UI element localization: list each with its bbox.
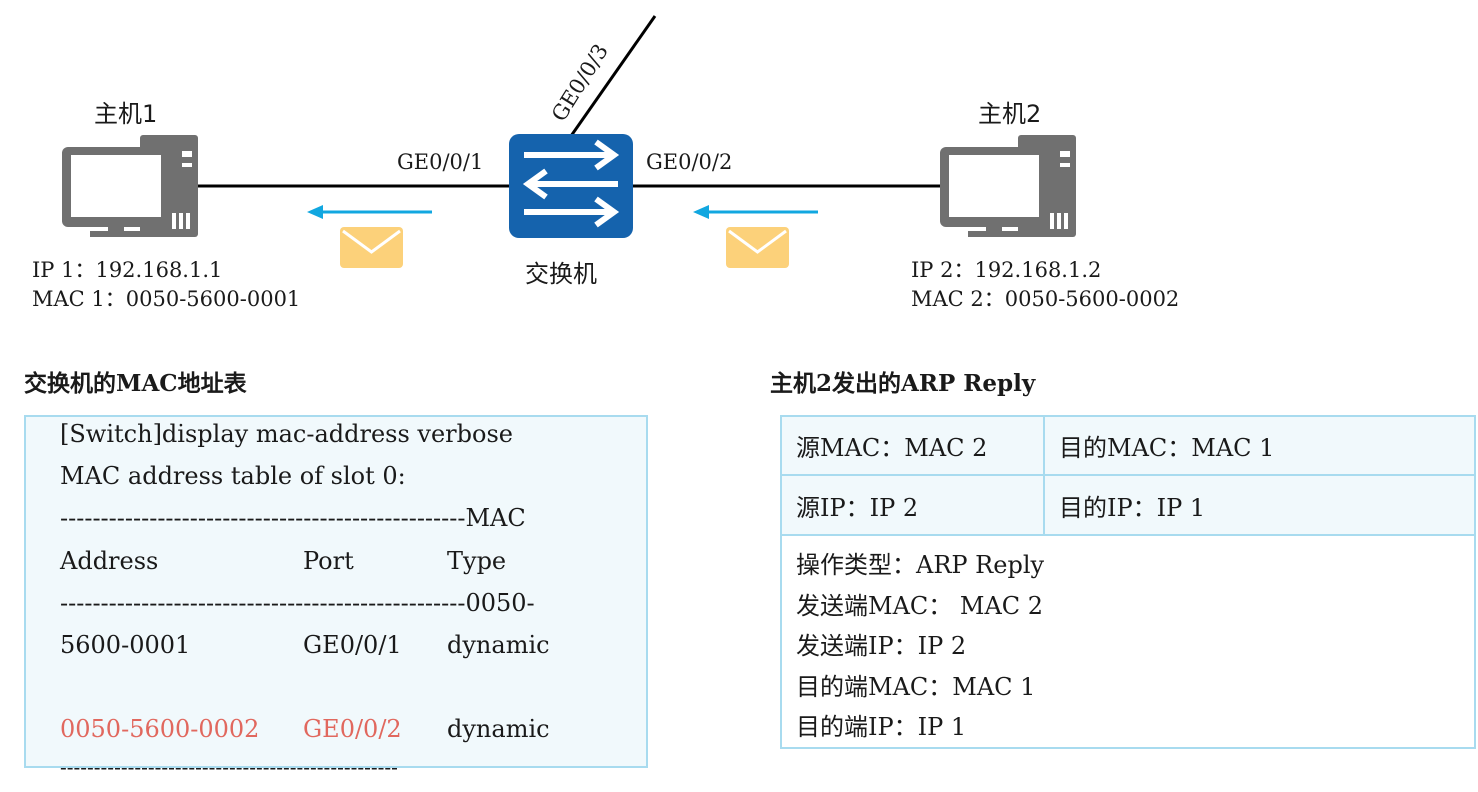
host1-info: IP 1：192.168.1.1 MAC 1：0050-5600-0001	[32, 256, 300, 314]
host1-mac: MAC 1：0050-5600-0001	[32, 287, 301, 311]
mac-slot-line: MAC address table of slot 0:	[60, 462, 406, 490]
port-label-ge003: GE0/0/3	[547, 40, 613, 126]
host2-mac: MAC 2：0050-5600-0002	[911, 287, 1180, 311]
arp-src-ip-cell: 源IP：IP 2	[782, 476, 1043, 534]
envelope-icon-1	[340, 227, 403, 268]
port-label-ge001: GE0/0/1	[397, 150, 484, 174]
mac-row1-type: dynamic	[447, 631, 550, 659]
arrow-left-icon-2	[693, 205, 818, 219]
arp-field-sender-ip: 发送端IP：IP 2	[796, 632, 967, 660]
host2-info: IP 2：192.168.1.2 MAC 2：0050-5600-0002	[911, 256, 1179, 314]
arp-field-target-mac: 目的端MAC：MAC 1	[796, 672, 1036, 701]
arp-dst-ip-cell: 目的IP：IP 1	[1045, 476, 1474, 534]
arp-reply-title: 主机2发出的ARP Reply	[770, 370, 1036, 397]
arp-dst-mac-cell: 目的MAC：MAC 1	[1045, 417, 1474, 474]
host2-name: 主机2	[978, 100, 1042, 128]
mac-row2-type: dynamic	[447, 715, 550, 743]
mac-row1-port: GE0/0/1	[303, 631, 402, 659]
mac-header-port: Port	[303, 547, 354, 575]
computer-icon-host2	[940, 135, 1076, 237]
host1-ip: IP 1：192.168.1.1	[32, 258, 223, 282]
arp-field-list: 操作类型：ARP Reply 发送端MAC： MAC 2 发送端IP：IP 2 …	[796, 545, 1044, 748]
computer-icon-host1	[62, 135, 198, 237]
mac-dash-line-2: ----------------------------------------…	[60, 589, 535, 617]
switch-name: 交换机	[525, 260, 597, 288]
mac-command-line: [Switch]display mac-address verbose	[60, 420, 513, 448]
mac-dash-line-1: ----------------------------------------…	[60, 504, 526, 532]
arp-field-sender-mac: 发送端MAC： MAC 2	[796, 591, 1044, 620]
switch-icon	[509, 134, 633, 238]
arp-src-mac-cell: 源MAC：MAC 2	[782, 417, 1043, 474]
arp-grid-hline-1	[782, 474, 1474, 476]
arp-grid-hline-2	[782, 534, 1474, 536]
arp-field-opcode: 操作类型：ARP Reply	[796, 551, 1045, 579]
mac-table-title: 交换机的MAC地址表	[24, 370, 247, 397]
mac-row2-address: 0050-5600-0002	[60, 715, 260, 743]
mac-header-address: Address	[60, 547, 159, 575]
mac-row1-address: 5600-0001	[60, 631, 191, 659]
mac-row2-port: GE0/0/2	[303, 715, 402, 743]
link-switch-ge003	[569, 15, 657, 137]
envelope-icon-2	[726, 227, 789, 268]
host1-name: 主机1	[94, 100, 158, 128]
port-label-ge002: GE0/0/2	[646, 150, 733, 174]
arp-reply-box: 源MAC：MAC 2 目的MAC：MAC 1 源IP：IP 2 目的IP：IP …	[780, 415, 1476, 749]
arp-field-target-ip: 目的端IP：IP 1	[796, 713, 967, 741]
arrow-left-icon-1	[307, 205, 432, 219]
mac-table-box	[24, 415, 648, 768]
mac-dash-line-3: ----------------------------------------…	[60, 757, 398, 779]
mac-header-type: Type	[447, 547, 507, 575]
host2-ip: IP 2：192.168.1.2	[911, 258, 1102, 282]
